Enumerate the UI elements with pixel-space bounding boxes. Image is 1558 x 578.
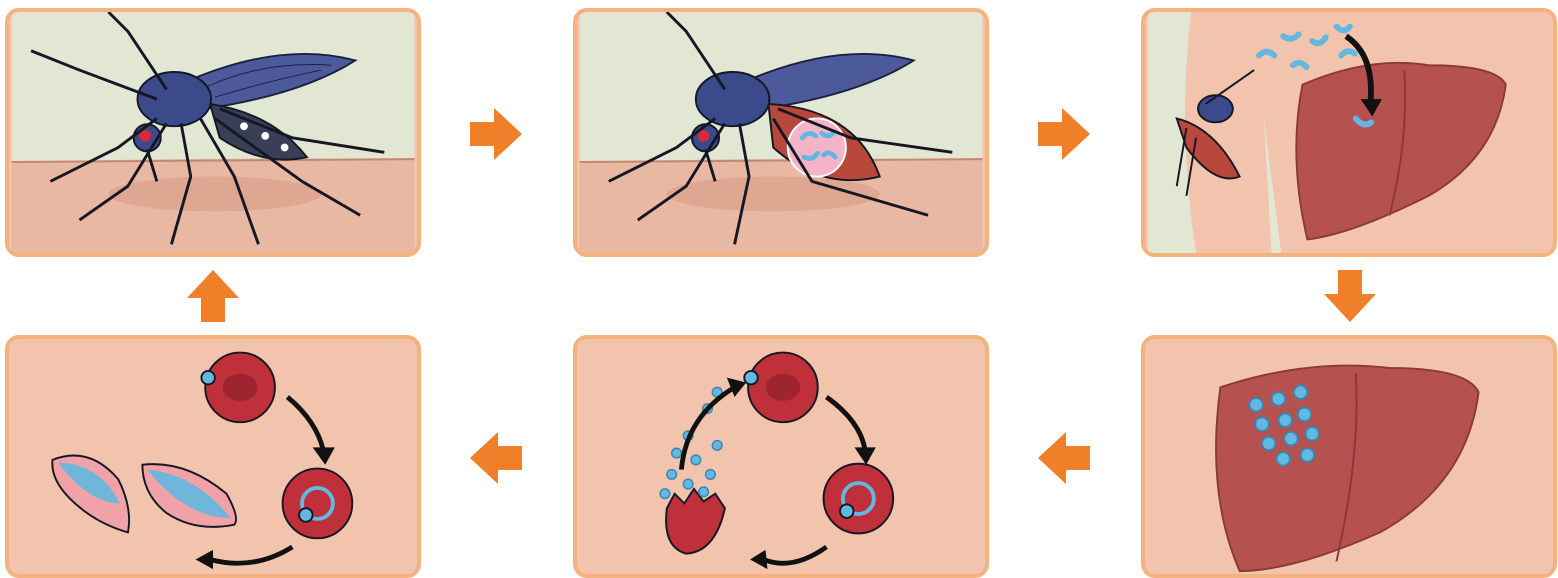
panel-liver-stage — [1141, 335, 1557, 578]
panel-sporozoites-to-liver — [1141, 8, 1557, 257]
panel-gametocytes — [5, 335, 421, 578]
mosquito-sporozoites-icon — [577, 12, 985, 253]
panel-mosquito-bite — [5, 8, 421, 257]
mosquito-feeding-icon — [9, 12, 417, 253]
arrow-left-icon — [468, 430, 524, 486]
arrow-down-icon — [1322, 268, 1378, 324]
panel-blood-stage-cycle — [573, 335, 989, 578]
arrow-left-icon — [1036, 430, 1092, 486]
arrow-up-icon — [185, 268, 241, 324]
red-cell-rupture-cycle-icon — [577, 339, 985, 574]
arrow-right-icon — [1036, 106, 1092, 162]
panel-parasites-in-mosquito — [573, 8, 989, 257]
liver-invasion-icon — [1145, 12, 1553, 253]
infected-liver-icon — [1145, 339, 1553, 574]
gametocyte-cycle-icon — [9, 339, 417, 574]
arrow-right-icon — [468, 106, 524, 162]
